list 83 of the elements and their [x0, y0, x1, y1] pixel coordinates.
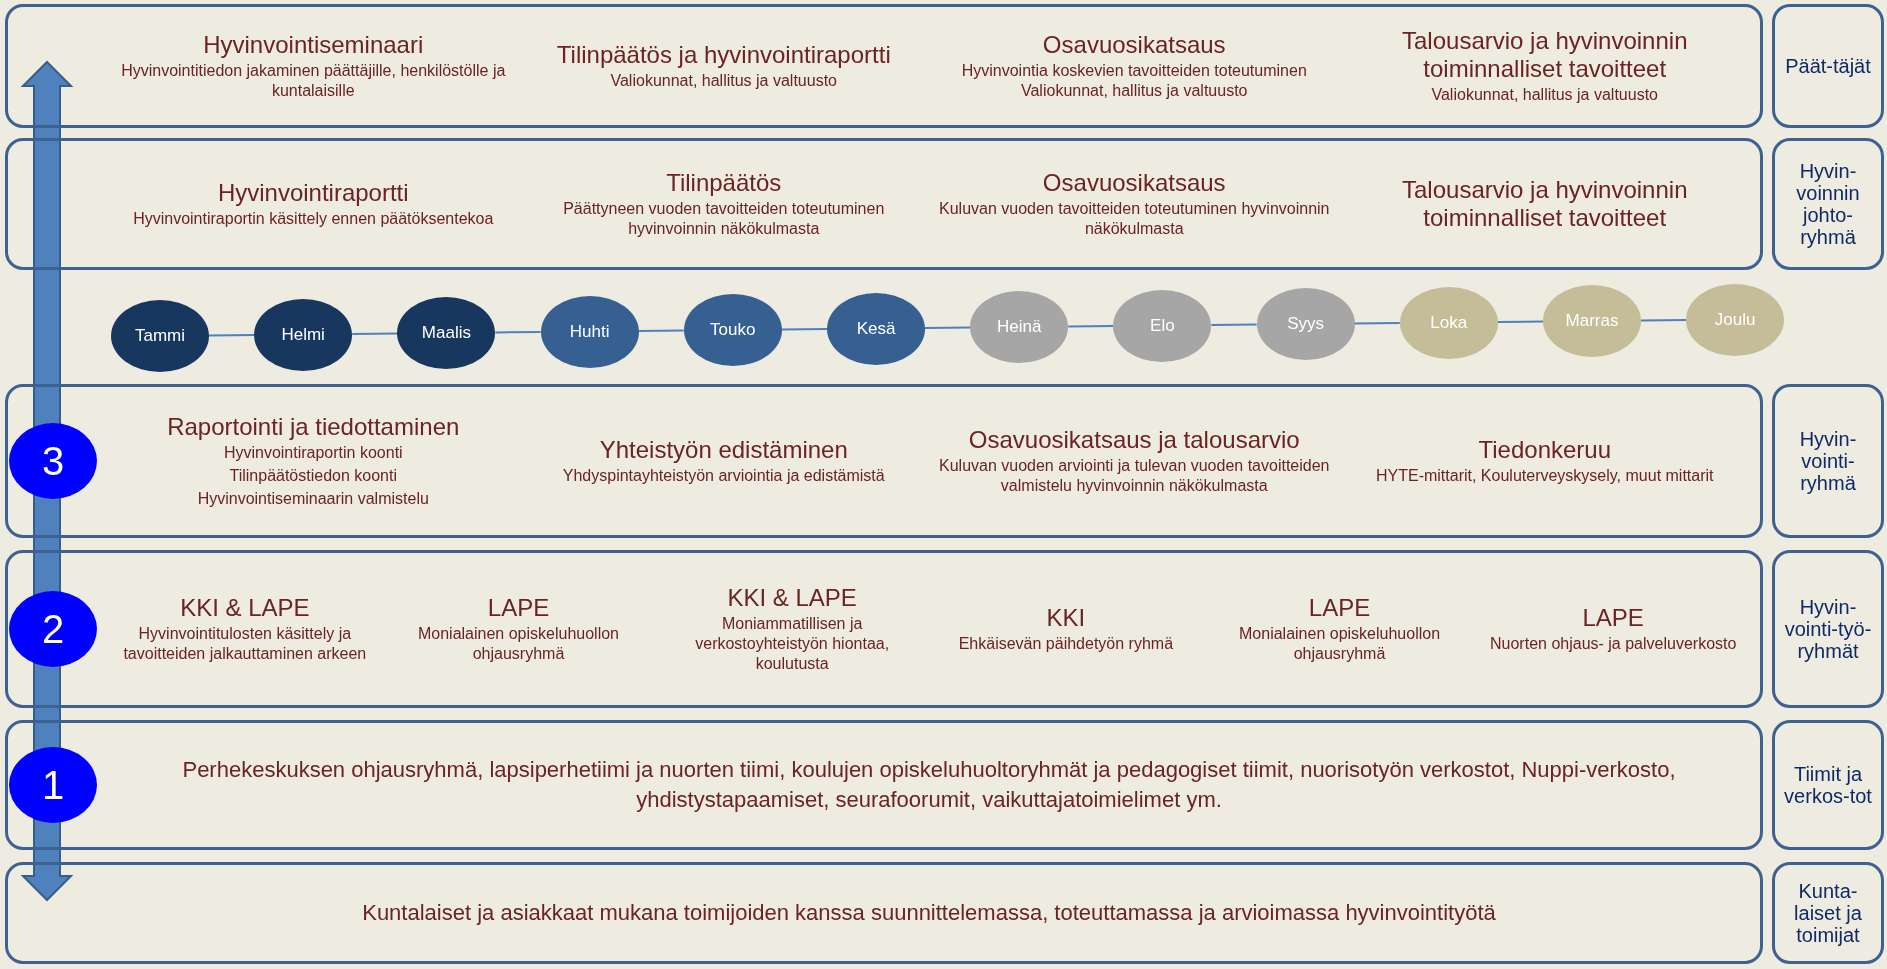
month-name: Heinä [996, 317, 1042, 337]
item-heading: LAPE [487, 593, 550, 622]
item-description: HYTE-mittarit, Kouluterveyskysely, muut mittarit [1375, 466, 1714, 487]
row-band [5, 138, 1763, 270]
item-description: Hyvinvointiseminaarin valmistelu [197, 489, 429, 510]
item-heading: Hyvinvointiseminaari [203, 30, 424, 59]
row-label: Hyvin-voinnin johto-ryhmä [1795, 160, 1861, 248]
month-name: Joulu [1714, 309, 1756, 330]
item-description: Monialainen opiskeluhuollon ohjausryhmä [1238, 624, 1442, 665]
item-description: Valiokunnat, hallitus ja valtuusto [1431, 85, 1658, 106]
item-description: Kuluvan vuoden arviointi ja tulevan vuoden tavoitteiden valmistelu hyvinvoinnin näkökulmasta [939, 456, 1330, 497]
month-name: Maalis [421, 323, 471, 343]
month-name: Syys [1287, 314, 1324, 334]
row-band [5, 720, 1763, 850]
connector-line [924, 326, 972, 329]
item-heading: KKI & LAPE [727, 583, 857, 612]
connector-line [208, 334, 256, 337]
connector-line [1353, 322, 1401, 325]
month-name: Elo [1150, 315, 1175, 336]
item-description: Yhdyspintayhteistyön arviointia ja edistämistä [562, 466, 885, 487]
item-heading: KKI & LAPE [180, 593, 310, 622]
item-description: Hyvinvointitiedon jakaminen päättäjille, henkilöstölle ja kuntalaisille [120, 61, 507, 102]
item-heading: Osavuosikatsaus [1042, 168, 1226, 197]
item-description: Hyvinvointitulosten käsittely ja tavoitteiden jalkauttaminen arkeen [122, 624, 368, 665]
month-name: Huhti [569, 321, 610, 342]
item-description: Hyvinvointia koskevien tavoitteiden toteutuminen Valiokunnat, hallitus ja valtuusto [960, 61, 1308, 102]
row-label-box [1772, 384, 1884, 538]
item-description: Monialainen opiskeluhuollon ohjausryhmä [417, 624, 620, 665]
item-heading: KKI [1046, 603, 1086, 632]
row-label: Päät-täjät [1784, 55, 1872, 77]
row-label-box [1772, 862, 1884, 964]
month-name: Marras [1565, 311, 1619, 331]
step-number: 3 [41, 438, 65, 484]
item-description: Kuluvan vuoden tavoitteiden toteutuminen hyvinvoinnin näkökulmasta [939, 199, 1330, 240]
item-description: Hyvinvointiraportin koonti [223, 443, 403, 464]
row-band [5, 550, 1763, 708]
connector-line [351, 332, 399, 335]
item-description: Moniammatillisen ja verkostoyhteistyön hiontaa, koulutusta [694, 614, 891, 675]
item-heading: Tiedonkeruu [1478, 435, 1611, 464]
item-heading: LAPE [1582, 603, 1644, 632]
month-name: Tammi [134, 326, 186, 346]
row-description: Kuntalaiset ja asiakkaat mukana toimijoiden kanssa suunnittelemassa, toteuttamassa ja arvioimassa hyvinvointityötä [362, 899, 1496, 928]
connector-line [494, 331, 542, 334]
item-heading: Osavuosikatsaus [1042, 30, 1226, 59]
row-label: Kunta-laiset ja toimijat [1793, 880, 1863, 946]
connector-line [780, 328, 828, 331]
connector-line [1210, 323, 1258, 326]
item-heading: Talousarvio ja hyvinvoinnin toiminnalliset tavoitteet [1401, 26, 1689, 83]
item-heading: Hyvinvointiraportti [217, 178, 409, 207]
item-heading: Talousarvio ja hyvinvoinnin toiminnalliset tavoitteet [1401, 176, 1689, 232]
row-band [5, 384, 1763, 538]
month-name: Kesä [856, 318, 896, 339]
row-label-box [1772, 4, 1884, 128]
month-name: Helmi [281, 324, 325, 345]
connector-line [1067, 325, 1115, 328]
connector-line [1640, 319, 1688, 322]
month-name: Loka [1430, 312, 1468, 333]
item-heading: Yhteistyön edistäminen [599, 435, 848, 464]
row-label: Hyvin-vointi-työ-ryhmät [1783, 596, 1873, 662]
item-description: Valiokunnat, hallitus ja valtuusto [610, 71, 837, 92]
item-heading: Tilinpäätös [666, 168, 782, 197]
step-number: 2 [41, 606, 65, 652]
row-label-box [1772, 550, 1884, 708]
row-description: Perhekeskuksen ohjausryhmä, lapsiperhetiimi ja nuorten tiimi, koulujen opiskeluhuoltoryhmät ja pedagogiset tiimit, nuorisotyön verkostot, Nuppi-verkosto, yhdistystapaamiset, seurafoorumit, vaikuttajatoimielimet ym. [181, 756, 1677, 814]
connector-line [637, 329, 685, 332]
item-description: Nuorten ohjaus- ja palveluverkosto [1490, 634, 1737, 655]
item-heading: LAPE [1308, 593, 1371, 622]
row-band [5, 862, 1763, 964]
row-label-box [1772, 138, 1884, 270]
item-heading: Raportointi ja tiedottaminen [167, 412, 460, 441]
row-label: Tiimit ja verkos-tot [1783, 763, 1873, 807]
item-description: Päättyneen vuoden tavoitteiden toteutuminen hyvinvoinnin näkökulmasta [562, 199, 886, 240]
item-description: Tilinpäätöstiedon koonti [229, 466, 397, 487]
step-number: 1 [41, 762, 65, 808]
item-heading: Osavuosikatsaus ja talousarvio [968, 425, 1300, 454]
row-band [5, 4, 1763, 128]
item-heading: Tilinpäätös ja hyvinvointiraportti [556, 40, 891, 69]
connector-line [1496, 320, 1544, 323]
item-description: Ehkäisevän päihdetyön ryhmä [958, 634, 1174, 655]
item-description: Hyvinvointiraportin käsittely ennen päätöksentekoa [133, 209, 494, 230]
row-label: Hyvin-vointi-ryhmä [1798, 428, 1858, 494]
month-name: Touko [710, 320, 756, 340]
row-label-box [1772, 720, 1884, 850]
